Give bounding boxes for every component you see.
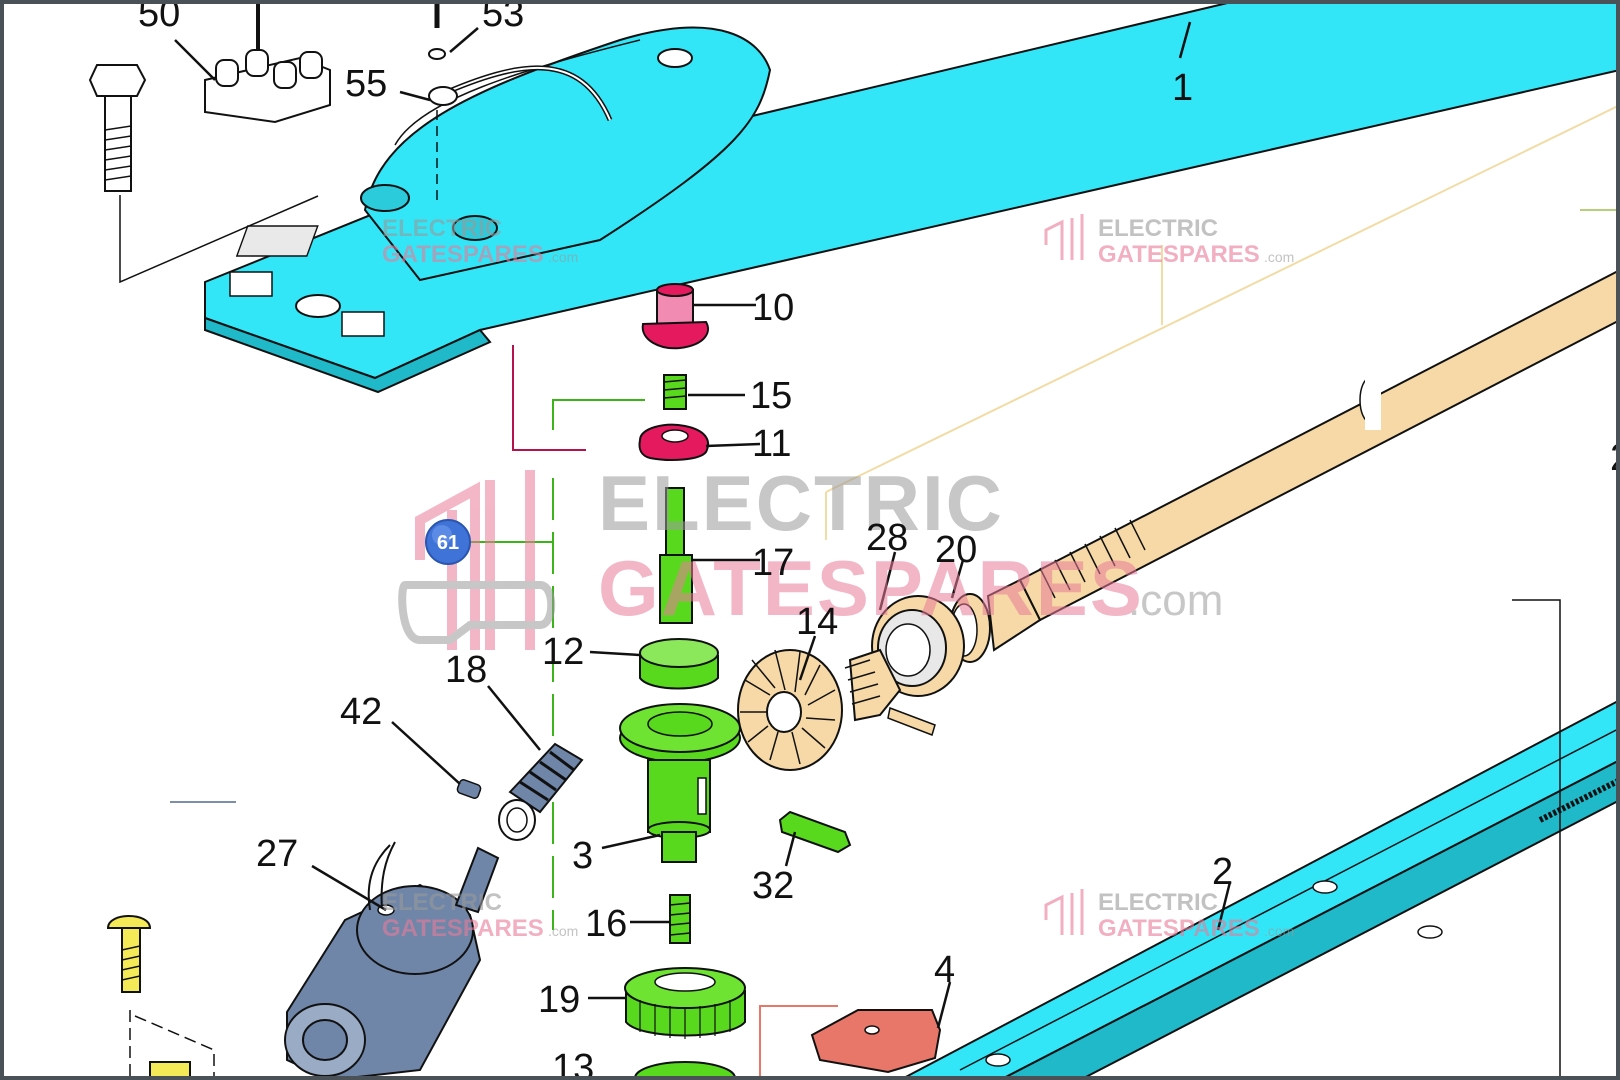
tan-guide-lines xyxy=(825,104,1620,540)
watermark-line1: ELECTRIC xyxy=(598,459,1004,547)
watermark-small-2-line1: ELECTRIC xyxy=(1098,215,1218,242)
bracket-green xyxy=(552,399,645,430)
rail-part-2 xyxy=(899,698,1620,1080)
badge-61-label: 61 xyxy=(437,532,459,554)
callout-3: 3 xyxy=(572,835,593,877)
key-part-32 xyxy=(778,810,852,854)
ground-wire-part-55 xyxy=(428,0,613,205)
callout-20: 20 xyxy=(935,529,977,571)
watermark-small-3-line1: ELECTRIC xyxy=(382,889,502,916)
callout-11: 11 xyxy=(752,423,791,465)
callout-50: 50 xyxy=(138,0,180,35)
badge-61[interactable]: 61 xyxy=(425,519,471,565)
callout-53: 53 xyxy=(482,0,524,35)
gear-part-3 xyxy=(619,703,741,863)
watermark-small-3-suffix: .com xyxy=(548,923,578,939)
watermark-small-top-mid: ELECTRIC GATESPARES .com xyxy=(382,215,578,268)
rail-guide-lines xyxy=(1512,599,1561,1080)
spring-part-15 xyxy=(663,374,687,410)
part-10 xyxy=(641,283,709,350)
callout-labels: 50 53 55 1 10 15 11 17 28 20 14 12 18 42… xyxy=(138,0,1620,1080)
set-screw-part-42 xyxy=(456,779,482,799)
callout-14: 14 xyxy=(796,601,838,643)
callout-10: 10 xyxy=(752,287,794,329)
bolt-top-left xyxy=(88,64,319,284)
watermark-line2: GATESPARES xyxy=(598,544,1144,632)
callout-17: 17 xyxy=(752,542,794,584)
plate-part-4 xyxy=(759,1005,942,1080)
callout-2: 2 xyxy=(1212,851,1233,893)
watermark-small-bottom-right: ELECTRIC GATESPARES .com xyxy=(1044,889,1294,942)
watermark-small-4-line2: GATESPARES xyxy=(1098,915,1260,942)
callout-15: 15 xyxy=(750,375,792,417)
watermark-small-2-line2: GATESPARES xyxy=(1098,241,1260,268)
watermark-large: ELECTRIC GATESPARES .com xyxy=(398,459,1223,650)
callout-1: 1 xyxy=(1172,67,1193,109)
callout-32: 32 xyxy=(752,865,794,907)
watermark-small-3-line2: GATESPARES xyxy=(382,915,544,942)
callout-12: 12 xyxy=(542,631,584,673)
callout-19: 19 xyxy=(538,979,580,1021)
watermark-small-1-suffix: .com xyxy=(548,249,578,265)
callout-55: 55 xyxy=(345,63,387,105)
housing-part-1 xyxy=(204,0,1620,394)
watermark-small-4-suffix: .com xyxy=(1264,923,1294,939)
watermark-small-4-line1: ELECTRIC xyxy=(1098,889,1218,916)
callout-16: 16 xyxy=(585,903,627,945)
spring-part-16 xyxy=(669,894,691,944)
gear-part-19 xyxy=(624,967,746,1039)
terminal-block-part-50 xyxy=(204,0,331,124)
callout-4: 4 xyxy=(934,949,955,991)
leader-lines xyxy=(174,21,1232,1029)
watermark-small-1-line1: ELECTRIC xyxy=(382,215,502,242)
part-11 xyxy=(638,423,710,461)
bevel-gear-part-14 xyxy=(737,648,936,771)
watermark-small-1-line2: GATESPARES xyxy=(382,241,544,268)
watermark-small-top-right: ELECTRIC GATESPARES .com xyxy=(1044,214,1294,268)
callout-28: 28 xyxy=(866,517,908,559)
callout-2-right: 2 xyxy=(1610,437,1620,479)
watermark-small-2-suffix: .com xyxy=(1264,249,1294,265)
coupling-part-18 xyxy=(498,742,584,841)
callout-13: 13 xyxy=(552,1047,594,1080)
bracket-magenta xyxy=(512,345,586,451)
watermark-small-bottom-mid: ELECTRIC GATESPARES .com xyxy=(382,889,578,942)
shaft-part-17 xyxy=(659,487,693,624)
bearing-part-28 xyxy=(871,595,965,697)
callout-18: 18 xyxy=(445,649,487,691)
ring-part-12 xyxy=(639,638,719,690)
callout-42: 42 xyxy=(340,691,382,733)
callout-27: 27 xyxy=(256,833,298,875)
yellow-bolt xyxy=(106,915,215,1080)
motor-part-27 xyxy=(284,841,500,1080)
watermark-suffix: .com xyxy=(1128,576,1223,625)
